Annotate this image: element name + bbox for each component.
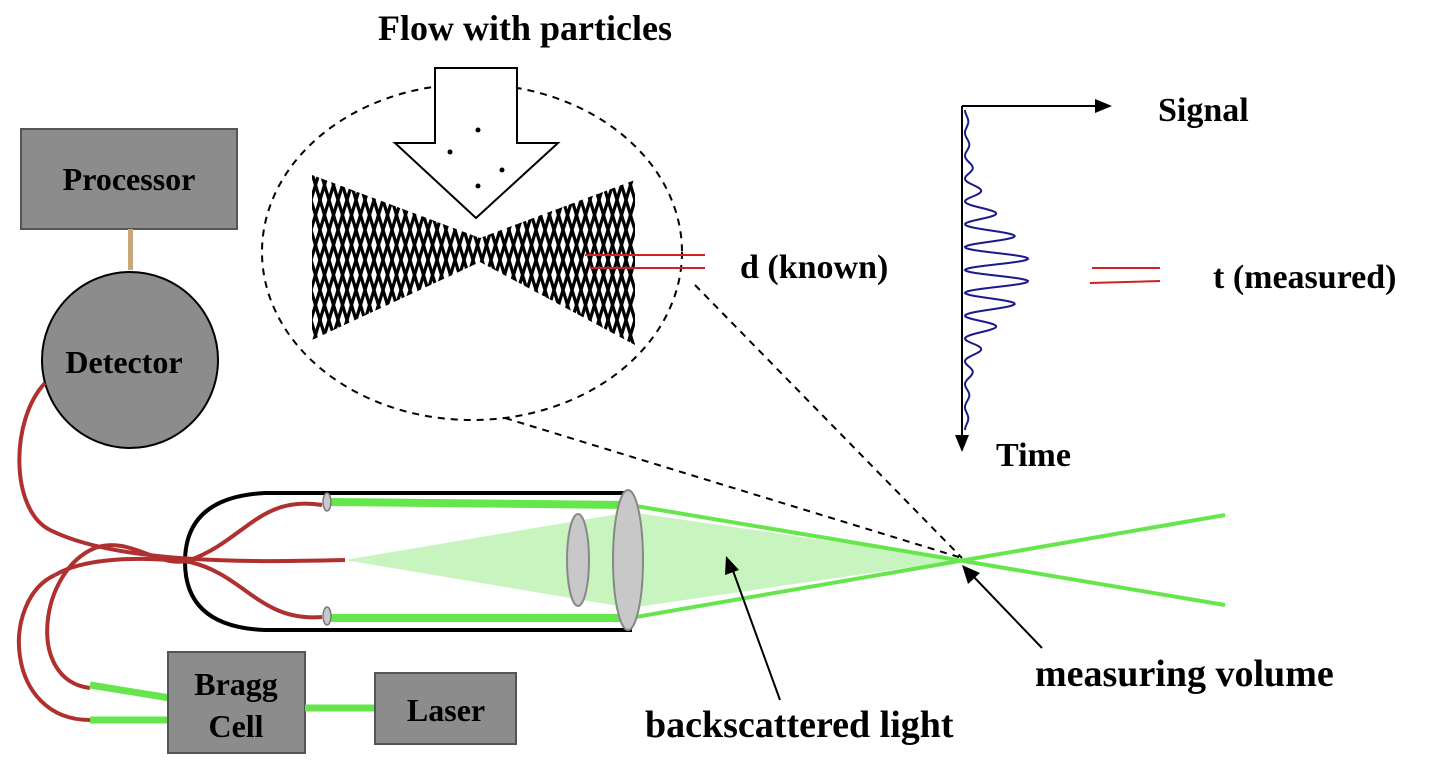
time-axis-arrow [955, 435, 969, 452]
fringe-line [245, 160, 305, 360]
fringe-line [369, 175, 433, 345]
laser-label: Laser [407, 692, 485, 728]
processor-box [20, 128, 238, 230]
laser-beams [327, 498, 1226, 622]
d-known-label: d (known) [740, 249, 888, 286]
front-lens [612, 489, 644, 631]
signal-axis-arrow [1095, 99, 1112, 113]
fringe-line [312, 175, 343, 345]
fringe-line [312, 175, 352, 345]
fringe-line [641, 160, 701, 360]
fringe-line [312, 175, 370, 345]
fringe-line [540, 175, 604, 345]
processor-detector-connector [128, 229, 133, 270]
fringe-line [585, 175, 635, 345]
measuring-volume-pointer [962, 565, 1043, 649]
fringe-line [387, 175, 451, 345]
processor-label: Processor [63, 161, 196, 197]
particle [447, 149, 453, 155]
fringe-line [522, 175, 586, 345]
fringe-line [603, 175, 635, 345]
backscatter-light-cone [345, 512, 960, 608]
fringe-line [594, 175, 635, 345]
time-label: Time [996, 437, 1071, 474]
fiber-bragg-2 [16, 573, 91, 722]
particle [499, 167, 505, 173]
measuring-volume-label: measuring volume [1035, 653, 1334, 695]
bragg-cell-box [167, 651, 306, 754]
flow-arrow [392, 67, 561, 220]
fringe-line [621, 175, 635, 345]
signal-label: Signal [1158, 92, 1249, 129]
fringe-line [612, 175, 635, 345]
optical-fibers [16, 381, 346, 722]
fringe-line [531, 175, 595, 345]
doppler-burst-signal [963, 109, 1030, 431]
beam-focus-top [629, 503, 1226, 607]
backscatter-pointer [725, 556, 781, 701]
fringe-line [630, 175, 635, 345]
t-measured-label: t (measured) [1213, 259, 1397, 296]
fringe-line [360, 175, 424, 345]
collimator-lens-bottom [322, 606, 332, 626]
fringe-line [621, 175, 635, 345]
detector-circle [41, 271, 219, 449]
fringe-line [342, 175, 406, 345]
particle [475, 183, 481, 189]
fiber-detector [17, 381, 346, 564]
flow-label: Flow with particles [378, 8, 672, 48]
zoom-ellipse [261, 83, 683, 421]
fringe-line [312, 175, 343, 345]
particle [475, 127, 481, 133]
fringe-line [312, 175, 334, 345]
zoom-line-upper [694, 284, 963, 559]
fringe-line [312, 175, 361, 345]
fringe-line [630, 175, 635, 345]
bragg-fiber-upper [89, 681, 171, 702]
fringe-line [351, 175, 415, 345]
fringe-line [312, 175, 325, 345]
beam-focus-bottom [629, 513, 1226, 620]
laser-box [374, 672, 517, 745]
bragg-label-line2: Cell [208, 708, 263, 744]
fringe-line [603, 175, 635, 345]
zoom-line-lower [504, 417, 963, 559]
fringe-line [513, 175, 577, 345]
backscattered-light-label: backscattered light [645, 704, 954, 746]
fiber-bragg-1 [45, 546, 96, 690]
detector-label: Detector [65, 344, 182, 380]
collimator-lens-top [322, 492, 332, 512]
fiber-bottom [53, 556, 323, 620]
fringe-line [312, 175, 334, 345]
small-lens [566, 513, 590, 607]
fringe-line [312, 175, 325, 345]
fiber-top [94, 501, 323, 564]
fringe-line [504, 175, 568, 345]
t-marker-bottom [1089, 280, 1161, 284]
fringe-line [245, 160, 305, 360]
fringe-line [378, 175, 442, 345]
fringe-line [549, 175, 613, 345]
bragg-label-line1: Bragg [194, 666, 278, 702]
beam-tube-top [327, 498, 631, 509]
fringe-line [641, 160, 701, 360]
fringe-line [612, 175, 635, 345]
